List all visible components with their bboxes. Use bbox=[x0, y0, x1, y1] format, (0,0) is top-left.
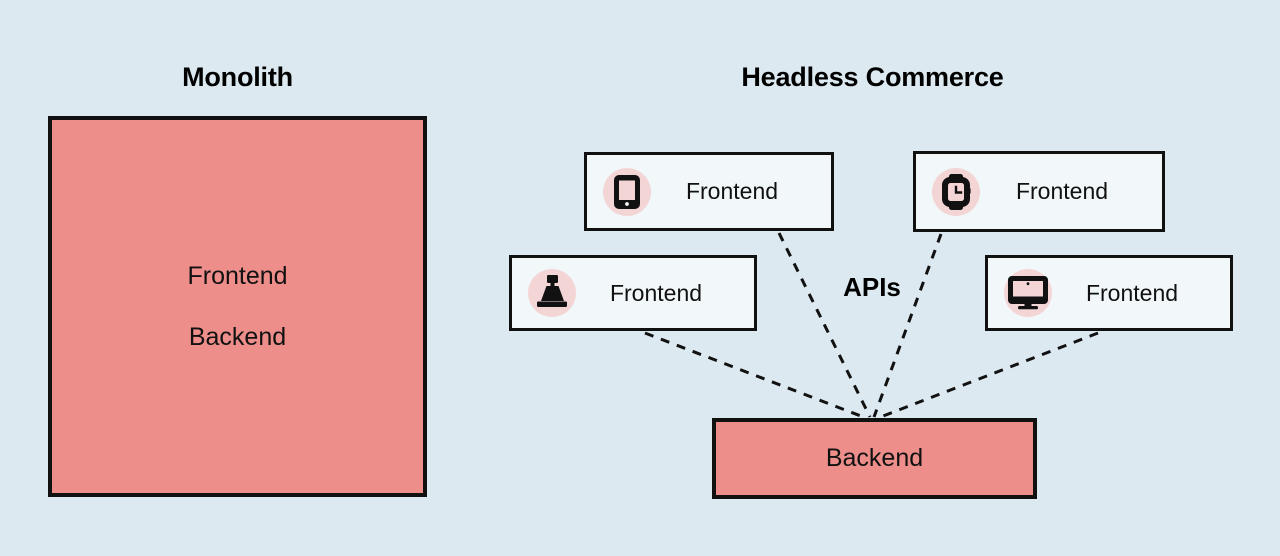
monolith-frontend-label: Frontend bbox=[187, 261, 288, 290]
apis-label: APIs bbox=[843, 272, 901, 302]
monolith-block: Frontend Backend bbox=[48, 116, 427, 497]
frontend-card-desktop[interactable]: Frontend bbox=[985, 255, 1233, 331]
connector-mobile-to-backend bbox=[777, 232, 872, 418]
frontend-card-pos[interactable]: Frontend bbox=[509, 255, 757, 331]
frontend-card-watch[interactable]: Frontend bbox=[913, 151, 1165, 232]
connector-desktop-to-backend bbox=[877, 331, 1099, 420]
connector-pos-to-backend bbox=[644, 331, 867, 420]
headless-commerce-section-title: Headless Commerce bbox=[741, 62, 1004, 92]
connector-watch-to-backend bbox=[872, 233, 943, 418]
frontend-card-pos-label: Frontend bbox=[609, 279, 703, 306]
backend-block: Backend bbox=[712, 418, 1037, 499]
cash-register-icon bbox=[528, 269, 576, 317]
desktop-monitor-icon bbox=[1004, 269, 1052, 317]
smartwatch-icon bbox=[932, 167, 980, 216]
frontend-card-desktop-label: Frontend bbox=[1085, 279, 1179, 306]
smartphone-icon bbox=[603, 167, 651, 216]
backend-block-label: Backend bbox=[825, 444, 924, 472]
frontend-card-watch-label: Frontend bbox=[1015, 178, 1109, 204]
frontend-card-mobile-label: Frontend bbox=[685, 178, 779, 204]
frontend-card-mobile[interactable]: Frontend bbox=[584, 152, 834, 231]
monolith-section-title: Monolith bbox=[182, 62, 293, 92]
monolith-backend-label: Backend bbox=[188, 322, 287, 351]
